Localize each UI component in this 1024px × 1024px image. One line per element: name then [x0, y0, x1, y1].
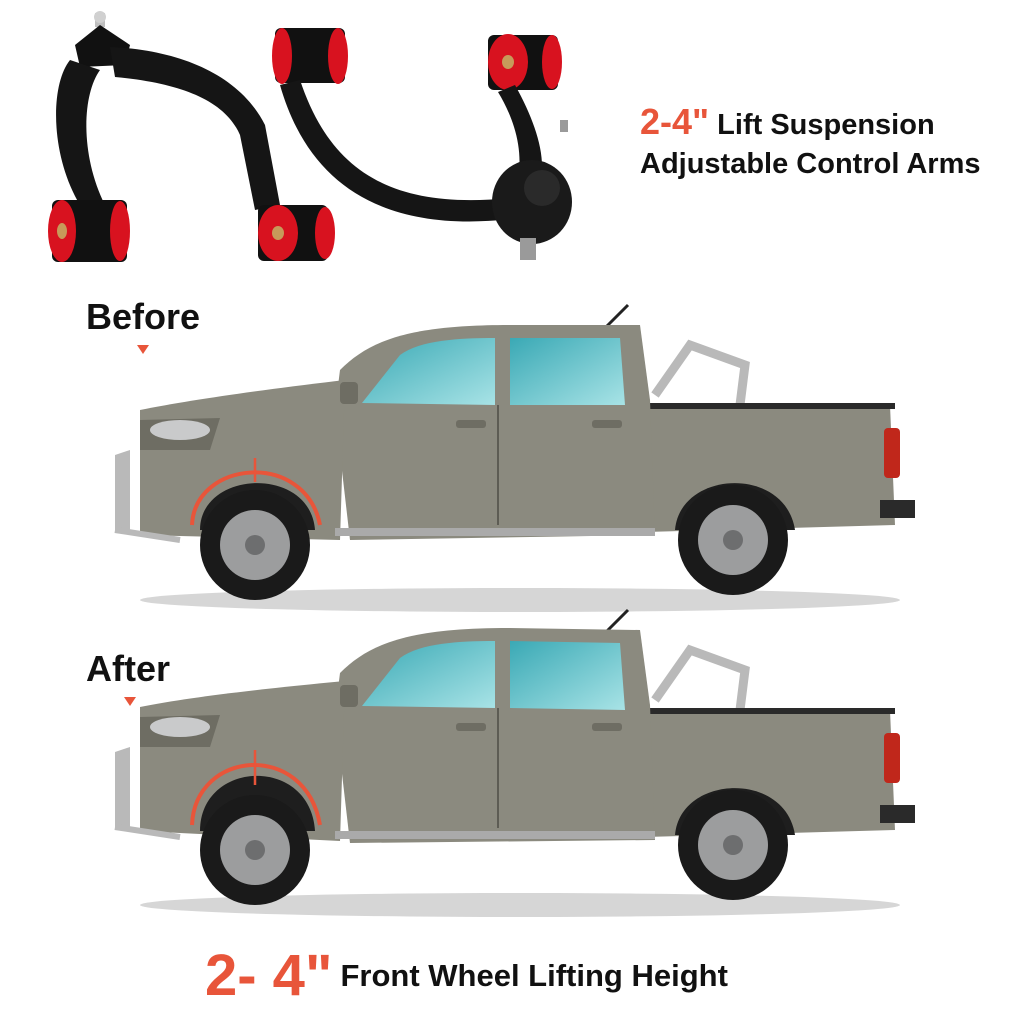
- truck-before-illustration: [114, 303, 915, 612]
- control-arm-left-image: [48, 11, 335, 262]
- headline-line2: Adjustable Control Arms: [640, 148, 981, 180]
- footer-lift-range: 2- 4": [205, 943, 333, 1008]
- footer-caption-text: Front Wheel Lifting Height: [340, 957, 728, 993]
- headline-line1: Lift Suspension: [717, 109, 935, 141]
- truck-after-illustration: [114, 608, 915, 917]
- control-arm-right-image: [272, 28, 572, 260]
- after-label: After: [86, 648, 171, 689]
- headline: 2-4" Lift Suspension Adjustable Control …: [640, 104, 981, 179]
- before-label: Before: [86, 296, 201, 337]
- headline-lift-range: 2-4": [640, 101, 710, 142]
- footer-caption: 2- 4"Front Wheel Lifting Height: [205, 942, 728, 1009]
- after-marker-icon: [124, 697, 136, 706]
- before-marker-icon: [137, 345, 149, 354]
